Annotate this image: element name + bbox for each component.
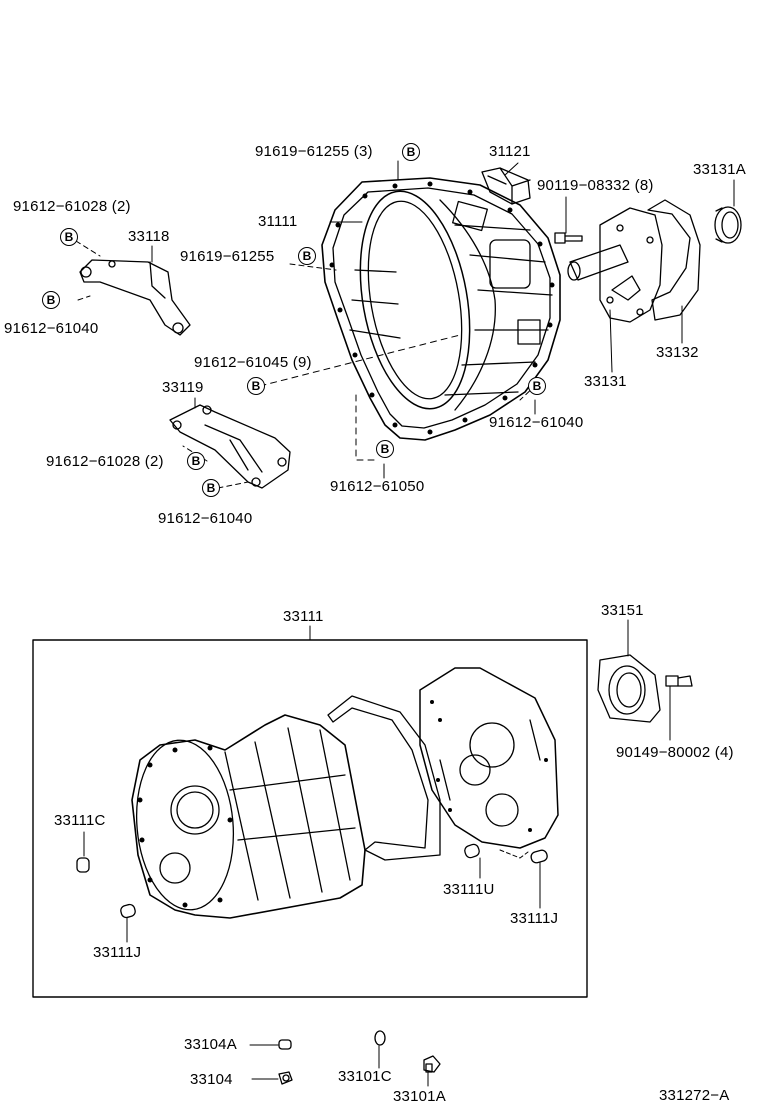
label-90119-08332-8: 90119−08332 (8) — [537, 177, 654, 194]
label-33104A: 33104A — [184, 1036, 237, 1053]
small-parts-bottom — [249, 1030, 441, 1087]
gasket-33132 — [647, 199, 701, 321]
oil-seal-33131A — [714, 206, 742, 244]
label-33151: 33151 — [601, 602, 644, 619]
label-91612-61028-2-top: 91612−61028 (2) — [13, 198, 131, 215]
label-91612-61028-2-mid: 91612−61028 (2) — [46, 453, 164, 470]
bracket-33118 — [79, 259, 191, 336]
bolt-marker: B — [187, 452, 205, 470]
pin-33111U — [464, 843, 480, 859]
label-91612-61045-9: 91612−61045 (9) — [194, 354, 312, 371]
label-91612-61040-b: 91612−61040 — [489, 414, 584, 431]
label-33111J-right: 33111J — [510, 910, 559, 927]
retainer-33131 — [567, 207, 663, 323]
bolt-marker: B — [202, 479, 220, 497]
part-31121 — [481, 167, 531, 205]
label-33111: 33111 — [283, 608, 324, 625]
label-91612-61040-a: 91612−61040 — [4, 320, 99, 337]
label-33111C: 33111C — [54, 812, 106, 829]
bracket-33119 — [169, 404, 291, 489]
label-33131: 33131 — [584, 373, 627, 390]
bolt-marker: B — [376, 440, 394, 458]
bolt-90119-08332 — [554, 232, 583, 244]
label-90149-80002-4: 90149−80002 (4) — [616, 744, 734, 761]
label-91619-61255-3: 91619−61255 (3) — [255, 143, 373, 160]
transmission-case — [131, 714, 366, 919]
pin-33111J-left — [120, 903, 136, 919]
pin-33111J-right — [530, 849, 548, 864]
label-33111J-left: 33111J — [93, 944, 142, 961]
bolt-marker: B — [528, 377, 546, 395]
retainer-33151 — [597, 654, 693, 723]
label-91619-61255: 91619−61255 — [180, 248, 275, 265]
label-31111: 31111 — [258, 213, 298, 230]
label-33111U: 33111U — [443, 881, 495, 898]
bolt-marker: B — [402, 143, 420, 161]
label-31121: 31121 — [489, 143, 531, 160]
label-33104: 33104 — [190, 1071, 233, 1088]
case-gasket — [327, 695, 441, 861]
leader-lines-lower — [83, 619, 671, 943]
label-33101A: 33101A — [393, 1088, 446, 1105]
label-331272-A: 331272−A — [659, 1087, 730, 1104]
label-33119: 33119 — [162, 379, 204, 396]
label-91612-61040-c: 91612−61040 — [158, 510, 253, 527]
label-33101C: 33101C — [338, 1068, 392, 1085]
bolt-marker: B — [60, 228, 78, 246]
label-91612-61050: 91612−61050 — [330, 478, 425, 495]
label-33131A: 33131A — [693, 161, 746, 178]
label-33132: 33132 — [656, 344, 699, 361]
label-33118: 33118 — [128, 228, 170, 245]
bolt-marker: B — [298, 247, 316, 265]
bolt-marker: B — [42, 291, 60, 309]
rear-plate — [419, 667, 559, 849]
pin-33111C — [76, 857, 90, 873]
bolt-marker: B — [247, 377, 265, 395]
bell-housing-31111 — [321, 177, 561, 441]
